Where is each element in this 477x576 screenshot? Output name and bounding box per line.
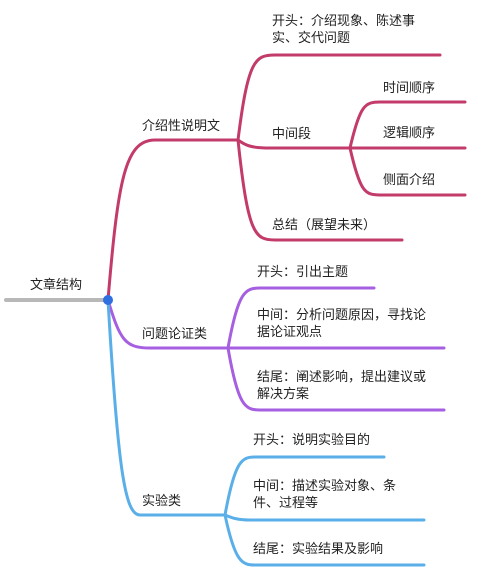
node-experiment-middle: 中间：描述实验对象、条件、过程等	[253, 479, 397, 511]
node-expository-opening: 开头：介绍现象、陈述事实、交代问题	[272, 14, 416, 46]
connector-root-to-experiment	[106, 298, 227, 517]
node-expository-middle: 中间段	[272, 127, 312, 142]
connector-to-arg-opening	[226, 286, 376, 350]
connector-to-middle-section	[236, 138, 352, 150]
branch-experiment-label: 实验类	[142, 494, 182, 509]
node-side-intro: 侧面介绍	[383, 173, 436, 188]
connector-to-exp-ending	[223, 513, 426, 567]
connector-to-exp-middle	[223, 513, 426, 522]
node-argument-opening: 开头：引出主题	[257, 265, 349, 280]
node-experiment-ending: 结尾：实验结果及影响	[253, 542, 384, 557]
node-argument-ending: 结尾：阐述影响，提出建议或解决方案	[257, 370, 427, 402]
branch-argument-label: 问题论证类	[142, 327, 208, 342]
node-argument-middle: 中间：分析问题原因，寻找论据论证观点	[257, 308, 427, 340]
root-label: 文章结构	[30, 278, 83, 293]
connector-root-to-argument	[106, 298, 230, 350]
connector-to-side-intro	[348, 146, 467, 197]
branch-expository-label: 介绍性说明文	[142, 119, 221, 134]
node-logic-order: 逻辑顺序	[383, 126, 436, 141]
node-experiment-opening: 开头：说明实验目的	[253, 433, 371, 448]
connector-root-to-expository	[106, 138, 240, 302]
connector-to-summary	[236, 138, 404, 242]
connector-to-arg-ending	[226, 346, 446, 412]
connector-to-opening	[236, 53, 442, 142]
node-expository-summary: 总结（展望未来）	[272, 218, 377, 233]
node-time-order: 时间顺序	[383, 81, 436, 96]
center-node-dot	[103, 295, 113, 305]
connector-to-time-order	[348, 100, 467, 150]
connector-to-exp-opening	[223, 455, 386, 517]
